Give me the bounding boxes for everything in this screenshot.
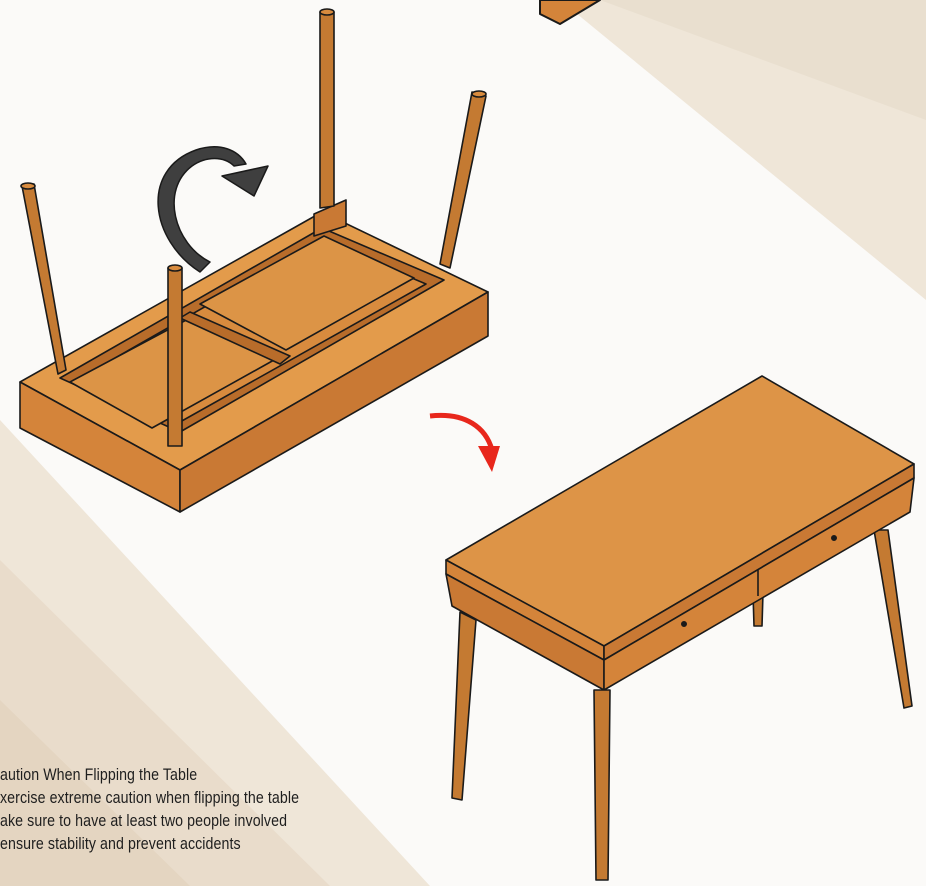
caution-title: aution When Flipping the Table <box>0 764 378 787</box>
caution-note: aution When Flipping the Table xercise e… <box>0 764 378 856</box>
red-down-arrow-icon <box>430 415 500 472</box>
upside-down-table <box>20 9 488 512</box>
caution-line-1: xercise extreme caution when flipping th… <box>0 787 378 810</box>
caution-line-2: ake sure to have at least two people inv… <box>0 810 378 833</box>
caution-line-3: ensure stability and prevent accidents <box>0 833 378 856</box>
upright-table <box>446 376 914 880</box>
